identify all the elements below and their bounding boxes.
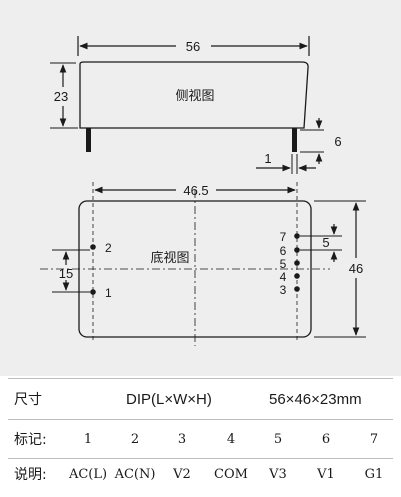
side-view-title: 侧视图 <box>175 89 214 104</box>
marking-cell: 5 <box>273 431 283 447</box>
dimension-drawing: 56 侧视图 23 6 1 <box>0 0 401 376</box>
pin-3-label: 3 <box>280 283 287 297</box>
divider <box>8 378 393 379</box>
package-type: DIP(L×W×H) <box>126 390 212 408</box>
pin-span-label: 46.5 <box>183 183 208 198</box>
pin-pitch-label: 5 <box>322 235 329 250</box>
pin-2-label: 2 <box>105 241 112 255</box>
pin-offset-label: 15 <box>59 266 73 281</box>
bottom-view-title: 底视图 <box>150 250 189 266</box>
side-pin-left <box>86 128 91 152</box>
pin-length-label: 6 <box>334 134 341 149</box>
side-view: 56 侧视图 23 6 1 <box>50 36 342 174</box>
dimensions-value: 56×46×23mm <box>269 390 362 408</box>
function-cell: V1 <box>317 466 335 482</box>
function-cell: V2 <box>173 466 191 482</box>
spec-table: 尺寸 DIP(L×W×H) 56×46×23mm 标记: 1 2 3 4 5 6… <box>0 376 401 497</box>
marking-cell: 2 <box>130 431 140 447</box>
side-length-label: 56 <box>186 39 200 54</box>
pin-width-label: 1 <box>264 151 271 166</box>
side-pin-right <box>292 128 297 152</box>
size-row: 尺寸 DIP(L×W×H) 56×46×23mm <box>0 386 401 412</box>
function-row: 说明: AC(L) AC(N) V2 COM V3 V1 G1 <box>0 461 401 487</box>
drawing-canvas: 56 侧视图 23 6 1 <box>40 36 366 346</box>
pin-7-label: 7 <box>280 230 287 244</box>
pin-7-dot <box>294 233 300 239</box>
divider <box>8 419 393 420</box>
function-cell: AC(N) <box>114 466 156 482</box>
marking-label: 标记: <box>14 432 47 448</box>
pin-1-dot <box>90 289 96 295</box>
function-label: 说明: <box>14 467 47 483</box>
pin-5-label: 5 <box>280 257 287 271</box>
marking-cell: 6 <box>321 431 331 447</box>
pin-3-dot <box>294 286 300 292</box>
marking-cell: 3 <box>177 431 187 447</box>
pin-4-label: 4 <box>280 270 287 284</box>
function-cell: COM <box>214 466 248 482</box>
marking-cell: 1 <box>83 431 93 447</box>
marking-cell: 7 <box>369 431 379 447</box>
bottom-view: 46.5 底视图 2 1 15 7 6 <box>40 182 366 346</box>
marking-cell: 4 <box>226 431 236 447</box>
function-cell: AC(L) <box>68 466 108 482</box>
pin-6-label: 6 <box>280 244 287 258</box>
pin-2-dot <box>90 244 96 250</box>
function-cell: V3 <box>269 466 287 482</box>
body-height-label: 46 <box>349 261 363 276</box>
side-height-label: 23 <box>54 89 68 104</box>
pin-4-dot <box>294 273 300 279</box>
divider <box>8 458 393 459</box>
function-cell: G1 <box>364 466 384 482</box>
side-body-outline <box>79 61 309 129</box>
pin-6-dot <box>294 247 300 253</box>
size-label: 尺寸 <box>14 392 42 408</box>
pin-5-dot <box>294 260 300 266</box>
pin-1-label: 1 <box>105 286 112 300</box>
marking-row: 标记: 1 2 3 4 5 6 7 <box>0 426 401 452</box>
